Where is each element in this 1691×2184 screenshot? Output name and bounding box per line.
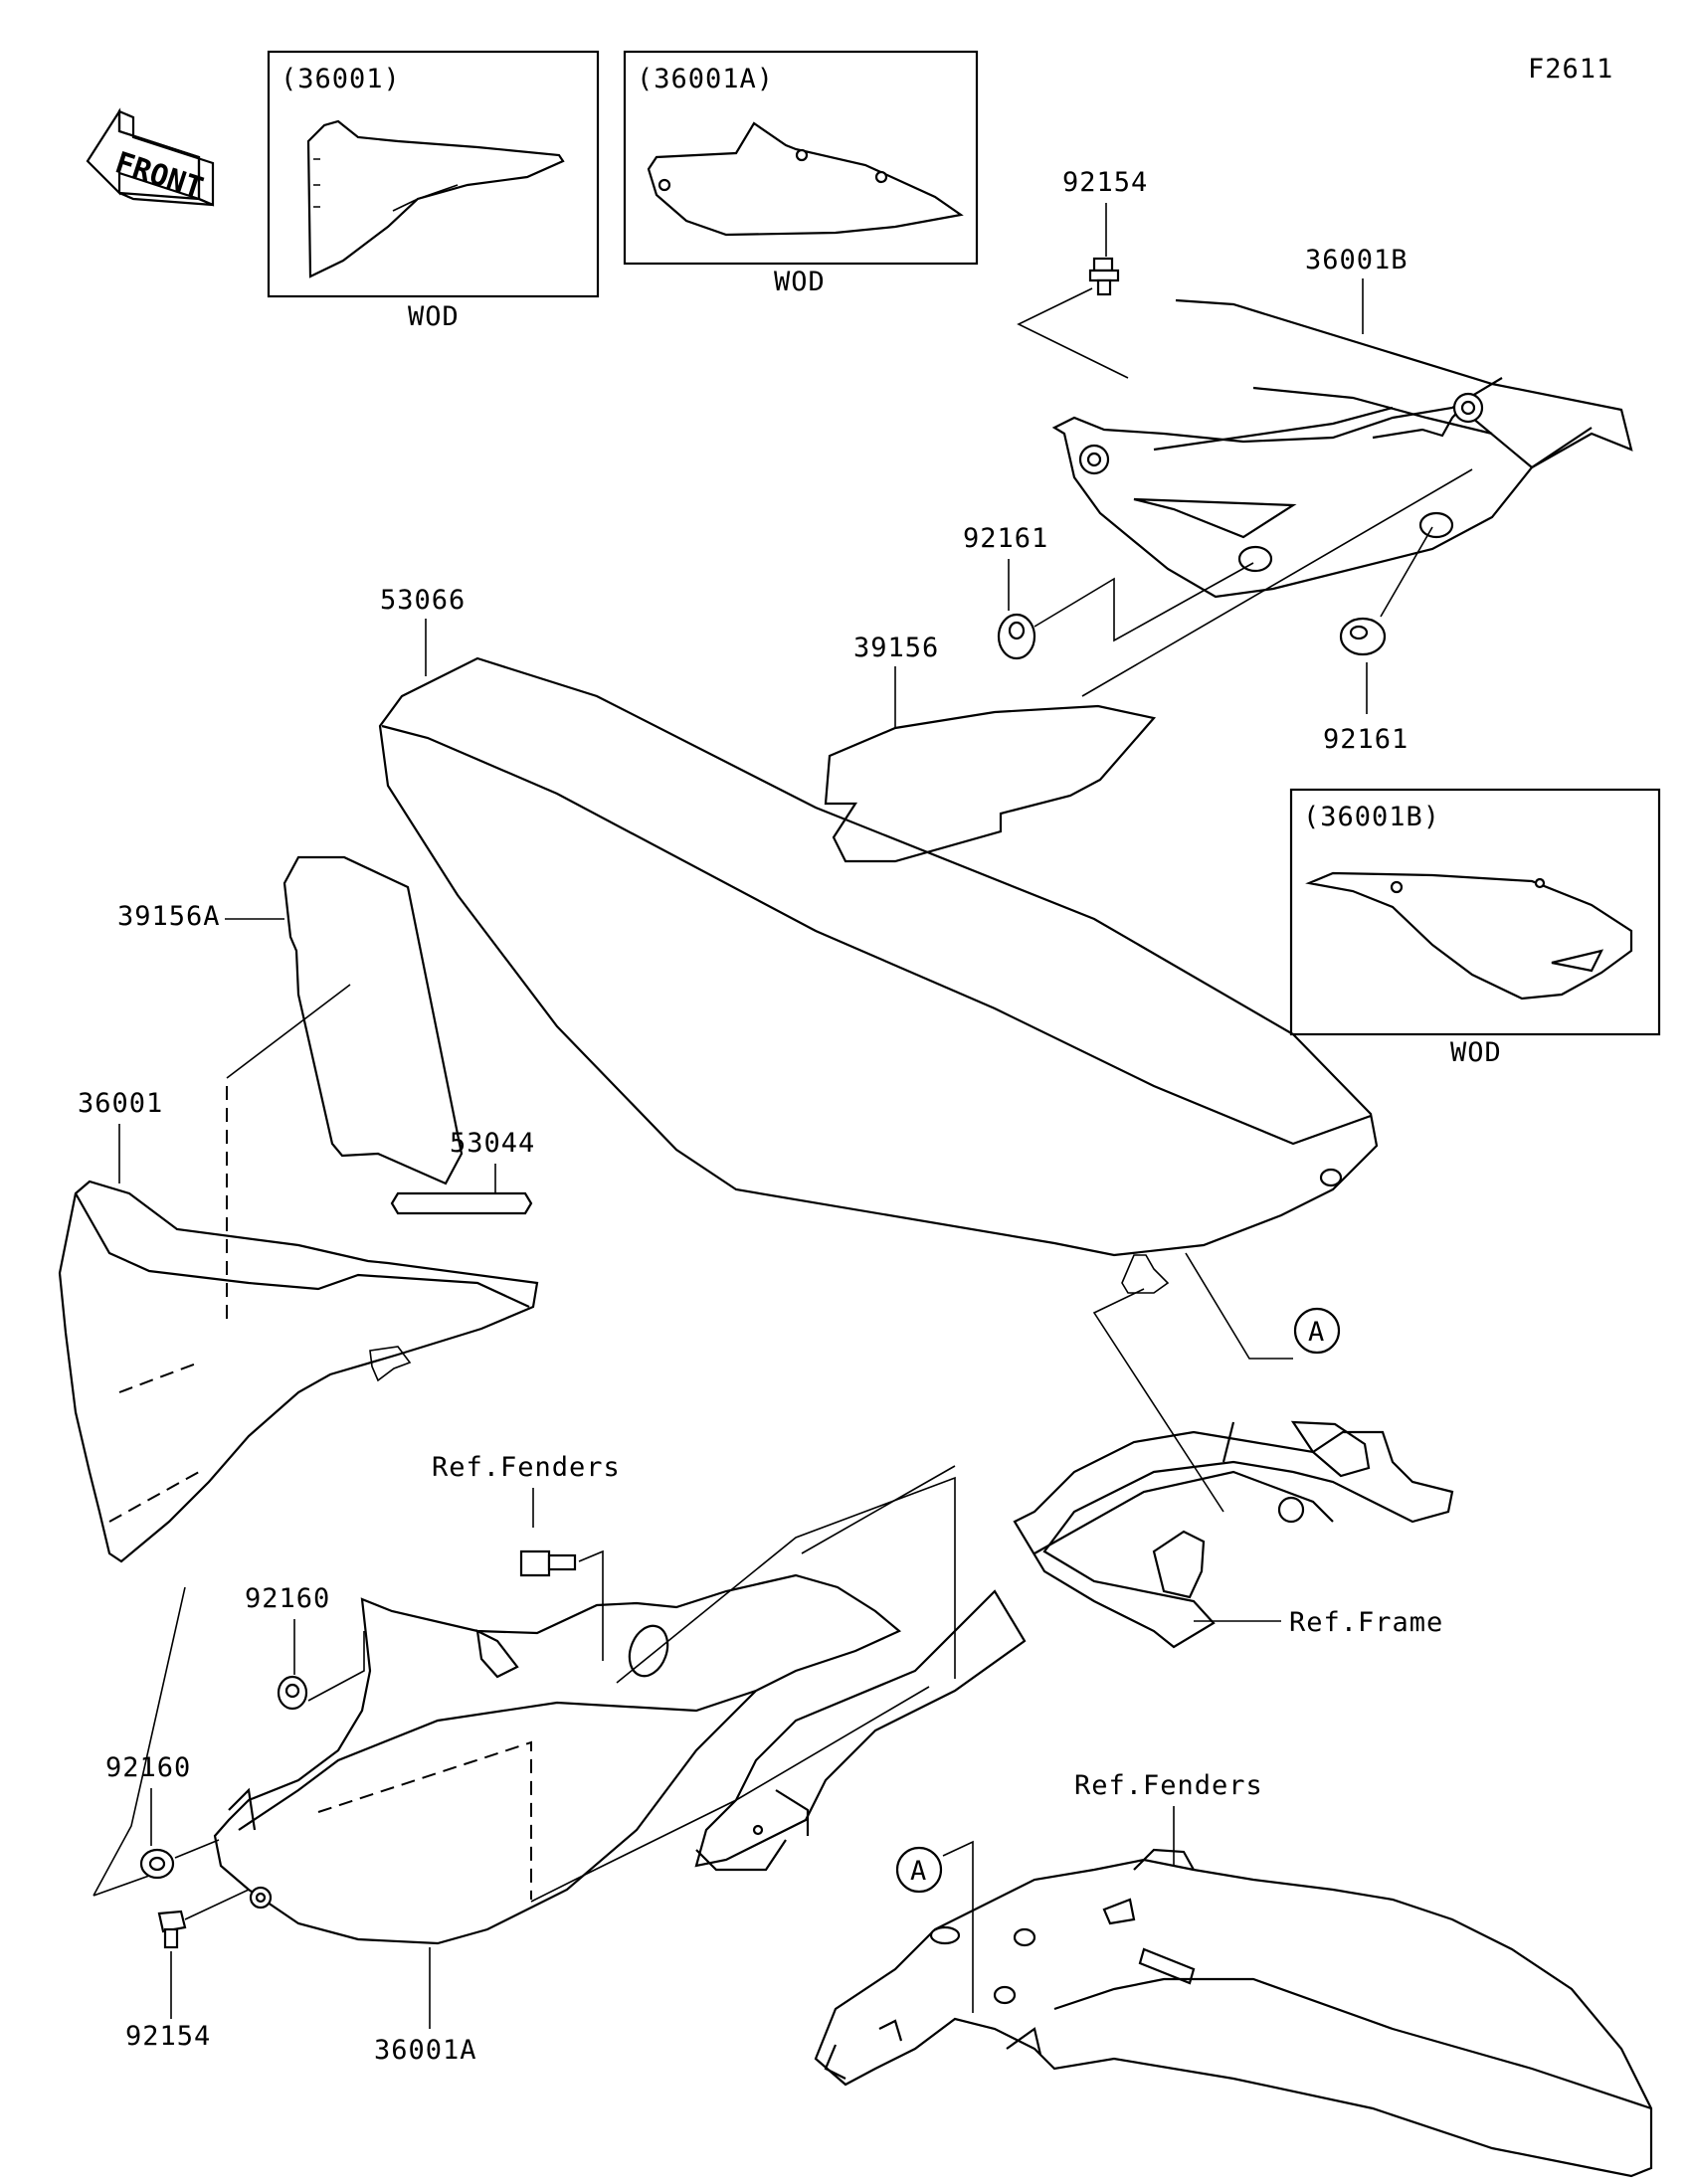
callout-a-lower: A <box>895 1846 943 1894</box>
side-cover-36001a <box>213 1573 902 1945</box>
label-53044: 53044 <box>450 1128 535 1159</box>
inset-36001b-note: WOD <box>1450 1037 1502 1068</box>
callout-a-upper: A <box>1293 1307 1341 1355</box>
label-92154-bottom: 92154 <box>125 2021 211 2052</box>
grommet-92161-left <box>997 613 1036 660</box>
inset-36001a-note: WOD <box>774 267 826 297</box>
grommet-92160-upper <box>277 1675 308 1711</box>
label-ref-fenders-bottom: Ref.Fenders <box>1074 1770 1263 1801</box>
label-92154-top: 92154 <box>1062 167 1148 198</box>
callout-a-lower-text: A <box>910 1856 927 1887</box>
inset-36001: (36001) WOD <box>267 50 600 332</box>
label-36001a: 36001A <box>374 2035 477 2066</box>
label-39156a: 39156A <box>117 901 221 932</box>
label-92160-lower: 92160 <box>105 1752 191 1783</box>
grommet-92161-right <box>1339 617 1387 656</box>
side-cover-36001b <box>1051 298 1633 599</box>
label-39156: 39156 <box>853 633 939 663</box>
inset-36001b-title: (36001B) <box>1303 802 1440 832</box>
part-53044 <box>390 1191 533 1215</box>
label-92161-left: 92161 <box>963 523 1048 554</box>
inset-36001-title: (36001) <box>281 64 401 94</box>
inset-36001a: (36001A) WOD <box>623 50 979 297</box>
label-92161-right: 92161 <box>1323 724 1409 755</box>
front-arrow-icon: FRONT <box>86 107 215 207</box>
inset-36001-note: WOD <box>408 301 460 332</box>
bolt-92154-bottom <box>157 1910 187 1949</box>
frame-rail <box>694 1420 1454 1872</box>
pad-39156 <box>824 704 1157 863</box>
rear-fender <box>814 1848 1653 2178</box>
label-36001: 36001 <box>78 1088 163 1119</box>
side-cover-36001 <box>58 1180 539 1563</box>
panel-39156a <box>282 855 464 1185</box>
seat-53066 <box>378 656 1379 1257</box>
washer-92160-lower <box>139 1848 175 1880</box>
figure-code: F2611 <box>1528 54 1613 85</box>
bolt-ref-fenders <box>519 1549 577 1577</box>
label-ref-frame: Ref.Frame <box>1289 1607 1443 1638</box>
inset-36001a-title: (36001A) <box>637 64 774 94</box>
bolt-92154-top <box>1088 257 1120 296</box>
label-36001b: 36001B <box>1305 245 1409 275</box>
label-53066: 53066 <box>380 585 466 616</box>
label-ref-fenders-mid: Ref.Fenders <box>432 1452 621 1483</box>
inset-36001b: (36001B) WOD <box>1289 788 1661 1068</box>
callout-a-upper-text: A <box>1308 1317 1325 1348</box>
label-92160-upper: 92160 <box>245 1583 330 1614</box>
